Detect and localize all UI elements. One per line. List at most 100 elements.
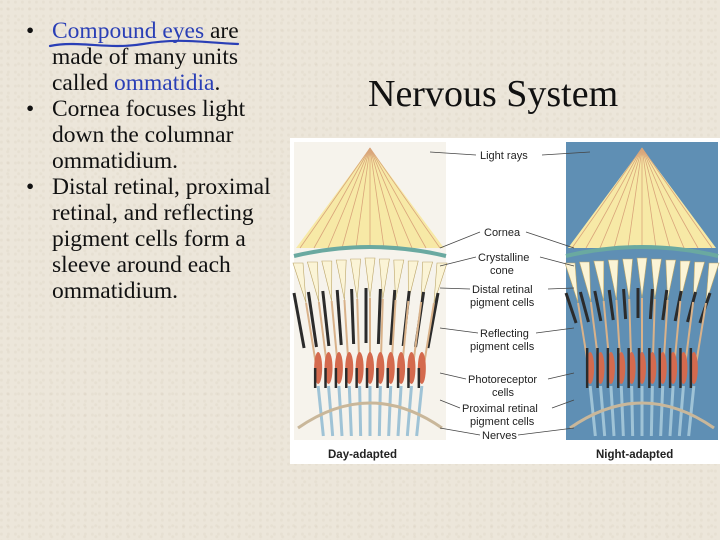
leader-line [439, 399, 461, 409]
crystalline-cone [593, 260, 605, 302]
leader-line [429, 151, 477, 156]
distal-pigment-cell [376, 288, 382, 345]
light-ray [641, 147, 685, 249]
leader-line [517, 427, 575, 436]
leader-line [551, 399, 575, 409]
nerve-fiber [687, 385, 696, 437]
leader-line [547, 372, 575, 380]
leader-line [439, 327, 479, 334]
label-proximal-retinal-line1: Proximal retinal [462, 403, 538, 415]
crystalline-cone [607, 259, 619, 301]
leader-line [439, 287, 471, 290]
light-ray [369, 147, 413, 249]
nerve-fiber [358, 385, 363, 437]
distal-pigment-cell [426, 292, 440, 349]
light-ray [341, 147, 371, 249]
distal-pigment-cell [593, 290, 603, 322]
nerve-fiber [668, 385, 675, 437]
label-reflecting-line2: pigment cells [470, 341, 535, 353]
highlighted-term: ommatidia [113, 70, 215, 96]
crystalline-cone [350, 258, 361, 300]
label-column: Light rays Cornea Crystalline cone Dista… [429, 150, 591, 442]
bullet-text: Distal retinal, proximal retinal, and re… [52, 174, 271, 304]
distal-pigment-cell [389, 289, 397, 346]
light-ray [641, 147, 699, 249]
light-ray [599, 147, 643, 249]
leader-line [439, 231, 481, 249]
crystalline-cone [651, 258, 662, 300]
cornea-arc [293, 245, 447, 258]
distal-pigment-cell [292, 292, 306, 349]
distal-pigment-cell [564, 292, 578, 324]
crystalline-cone [292, 262, 307, 304]
crystalline-cone [420, 261, 433, 303]
crystalline-cone [579, 261, 592, 303]
caption-night-adapted: Night-adapted [596, 449, 673, 461]
leader-line [539, 256, 575, 267]
nerve-fiber [377, 385, 382, 437]
light-ray [641, 147, 713, 249]
bullet-text: Cornea focuses light down the columnar o… [52, 96, 246, 174]
light-ray [369, 147, 427, 249]
leader-line [439, 372, 467, 380]
basement-membrane [569, 401, 715, 430]
label-distal-retinal-line1: Distal retinal [472, 284, 533, 296]
label-crystalline-cone-line1: Crystalline [478, 252, 529, 264]
crystalline-cone [665, 259, 677, 301]
light-ray [585, 147, 643, 249]
handwritten-underline [48, 39, 240, 48]
distal-pigment-cell [335, 289, 343, 346]
distal-pigment-cell [306, 291, 318, 348]
crystalline-cone [307, 261, 320, 303]
bullet-item: • Cornea focuses light down the columnar … [24, 96, 294, 174]
bullet-dot: • [26, 96, 35, 122]
label-photoreceptor-line1: Photoreceptor [468, 374, 537, 386]
night-adapted-panel [564, 147, 720, 437]
crystalline-cone [636, 257, 648, 299]
label-proximal-retinal-line2: pigment cells [470, 416, 535, 428]
light-ray [369, 147, 399, 249]
nerve-fiber [609, 385, 616, 437]
crystalline-cone [393, 259, 405, 301]
bullet-item: •Compound eyes are made of many units ca… [24, 18, 294, 96]
bullet-dot: • [26, 174, 35, 200]
nerve-fiber [415, 385, 424, 437]
leader-line [439, 256, 477, 267]
crystalline-cone [564, 262, 579, 304]
crystalline-cone [622, 258, 633, 300]
cornea-arc [565, 245, 719, 258]
light-ray [369, 147, 441, 249]
light-ray [613, 147, 643, 249]
label-photoreceptor-line2: cells [492, 387, 515, 399]
light-ray [369, 147, 385, 249]
crystalline-cone [364, 257, 376, 299]
caption-day-adapted: Day-adapted [328, 449, 397, 461]
distal-pigment-cell [607, 289, 615, 321]
bullet-list: •Compound eyes are made of many units ca… [24, 18, 294, 304]
bullet-item: • Distal retinal, proximal retinal, and r… [24, 174, 294, 304]
day-adapted-panel [292, 147, 448, 437]
leader-line [535, 327, 575, 334]
nerve-fiber [619, 385, 625, 437]
light-ray [327, 147, 371, 249]
crystalline-cone [335, 259, 347, 301]
nerve-fiber [337, 385, 344, 437]
nerve-fiber [347, 385, 353, 437]
distal-pigment-cell [673, 290, 683, 322]
light-ray [299, 147, 371, 249]
label-cornea: Cornea [484, 227, 521, 239]
light-ray [641, 147, 657, 249]
light-ray [313, 147, 371, 249]
nerve-fiber [630, 385, 635, 437]
basement-membrane [297, 401, 443, 430]
distal-pigment-cell [661, 289, 669, 321]
crystalline-cone [679, 260, 691, 302]
bullet-text: . [214, 70, 221, 96]
nerve-fiber [396, 385, 403, 437]
leader-line [525, 231, 575, 249]
distal-pigment-cell [622, 288, 628, 320]
distal-pigment-cell [350, 288, 356, 345]
leader-line [439, 427, 481, 436]
label-crystalline-cone-line2: cone [490, 265, 514, 277]
nerve-fiber [316, 385, 325, 437]
